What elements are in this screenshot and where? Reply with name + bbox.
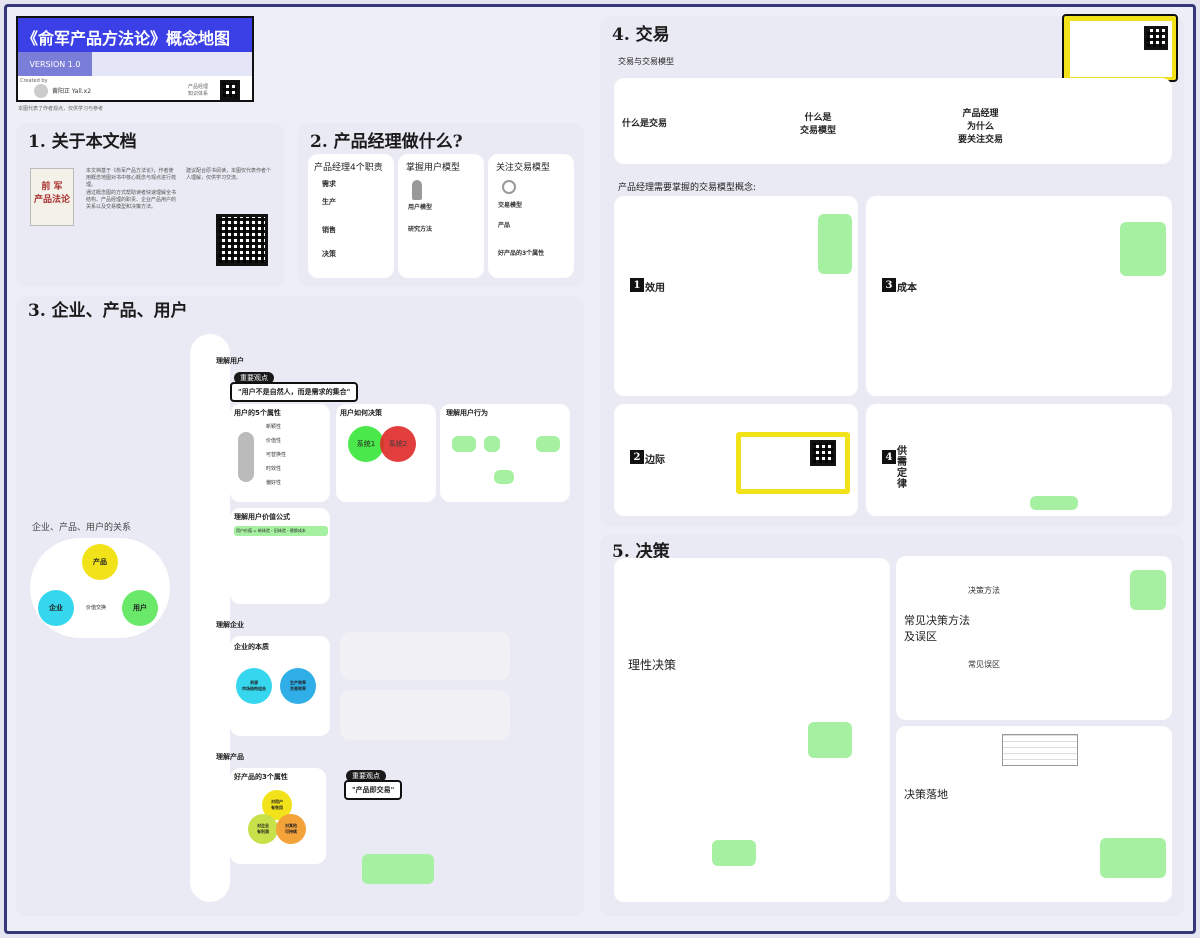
num-4: 4 [882,450,896,464]
supply-label: 供需定律 [897,446,915,490]
concepts-heading: 产品经理需要掌握的交易模型概念: [618,180,756,193]
user-model-heading: 掌握用户模型 [406,160,460,173]
value-formula-heading: 理解用户价值公式 [234,512,290,522]
section-1-title: 1. 关于本文档 [28,127,137,152]
rational-note-2 [712,840,756,866]
duty-1: 需求 [322,180,336,189]
brand-name: 产品经理 知识体系 [188,84,208,97]
landing-table [1002,734,1078,766]
ad-qr[interactable] [810,440,836,466]
user-model-label: 用户模型 [408,204,432,212]
product-label: 产品 [498,222,510,230]
section-4-title: 4. 交易 [612,20,670,45]
duty-4: 决策 [322,250,336,259]
trade-overview [614,78,1172,164]
section-3-title: 3. 企业、产品、用户 [28,296,188,321]
mistakes-label: 常见误区 [968,660,1000,671]
notice-qr[interactable] [1144,26,1168,50]
section-2-title: 2. 产品经理做什么? [310,127,463,152]
landing-label: 决策落地 [904,786,948,802]
page-title: 《俞军产品方法论》概念地图 [18,18,252,52]
utility-note [818,214,852,274]
company-note-1 [340,632,510,680]
good-circle-2: 对企业 有利润 [248,814,278,844]
qr-code[interactable] [220,80,240,100]
marginal-label: 边际 [645,451,665,466]
rational-label: 理性决策 [628,656,676,673]
s1-paragraph-2: 通过概念图的方式帮助读者快速理解全书结构、产品经理的职责、企业产品用户的关系以及… [86,190,176,210]
quote-user: "用户不是自然人，而是需求的集合" [230,382,358,402]
methods-label: 决策方法 [968,586,1000,597]
what-trade: 什么是交易 [622,116,667,129]
trade-model-label: 交易模型 [498,202,522,210]
attr-4: 时效性 [266,466,281,473]
s1-paragraph-3: 建议配合原书阅读，本图仅代表作者个人理解，仅供学习交流。 [186,168,272,182]
s1-paragraph-1: 本文档基于《俞军产品方法论》，作者使用概念地图对书中核心概念与观点进行梳理。 [86,168,176,188]
relation-heading: 企业、产品、用户的关系 [32,520,131,533]
duty-3: 销售 [322,226,336,235]
duty-2: 生产 [322,198,336,207]
company-circle-2: 生产效率 交易效率 [280,668,316,704]
num-2: 2 [630,450,644,464]
rational-note-1 [808,722,852,758]
behavior-node-1 [452,436,476,452]
duties-heading: 产品经理4个职责 [314,160,383,173]
product-note [362,854,434,884]
decide-heading: 用户如何决策 [340,408,382,418]
book-cover: 前 军产品法论 [30,168,74,226]
understand-product-label: 理解产品 [216,752,244,762]
behavior-node-2 [484,436,500,452]
good-attr-label: 好产品的3个属性 [498,250,544,258]
company-note-2 [340,690,510,740]
num-1: 1 [630,278,644,292]
product-node: 产品 [82,544,118,580]
num-3: 3 [882,278,896,292]
value-formula-card [230,508,330,604]
company-essence-heading: 企业的本质 [234,642,269,652]
good-circle-3: 对其他 可持续 [276,814,306,844]
understand-company-label: 理解企业 [216,620,244,630]
value-formula: 用户价值 = 新体验 - 旧体验 - 替换成本 [234,526,328,536]
common-label: 常见决策方法 及误区 [904,612,970,644]
behavior-node-3 [536,436,560,452]
method-label: 研究方法 [408,226,432,234]
attr-2: 价值性 [266,438,281,445]
title-block: 《俞军产品方法论》概念地图 VERSION 1.0 Created by 黄阳正… [16,16,254,102]
understand-user-label: 理解用户 [216,356,244,366]
trade-model-heading: 关注交易模型 [496,160,550,173]
cycle-icon [502,180,516,194]
why-care: 产品经理 为什么 要关注交易 [958,106,1003,145]
attr-1: 新颖性 [266,424,281,431]
exchange-label: 价值交换 [86,604,106,611]
attr-5: 偏好性 [266,480,281,487]
s1-qr[interactable] [216,214,268,266]
quote-product: "产品即交易" [344,780,402,800]
supply-note [1030,496,1078,510]
version-label: VERSION 1.0 [18,52,92,76]
white-flow [190,334,230,902]
header-caption: 本图代表了作者观点，仅供学习与参考 [18,106,103,113]
person-icon [412,180,422,200]
user-node: 用户 [122,590,158,626]
what-model: 什么是 交易模型 [800,110,836,136]
utility-label: 效用 [645,279,665,294]
company-circle-1: 资源 市场结构组合 [236,668,272,704]
author-name: 黄阳正 Yall.x2 [52,88,91,96]
cost-label: 成本 [897,279,917,294]
company-node: 企业 [38,590,74,626]
landing-note [1100,838,1166,878]
behavior-node-4 [494,470,514,484]
attr-3: 可替换性 [266,452,286,459]
attr5-heading: 用户的5个属性 [234,408,281,418]
person-figure [238,432,254,482]
good3-heading: 好产品的3个属性 [234,772,288,782]
cost-note [1120,222,1166,276]
system-2-node: 系统2 [380,426,416,462]
avatar [34,84,48,98]
behavior-card [440,404,570,502]
system-1-node: 系统1 [348,426,384,462]
common-note [1130,570,1166,610]
trade-model-label: 交易与交易模型 [618,56,674,67]
behavior-heading: 理解用户行为 [446,408,488,418]
